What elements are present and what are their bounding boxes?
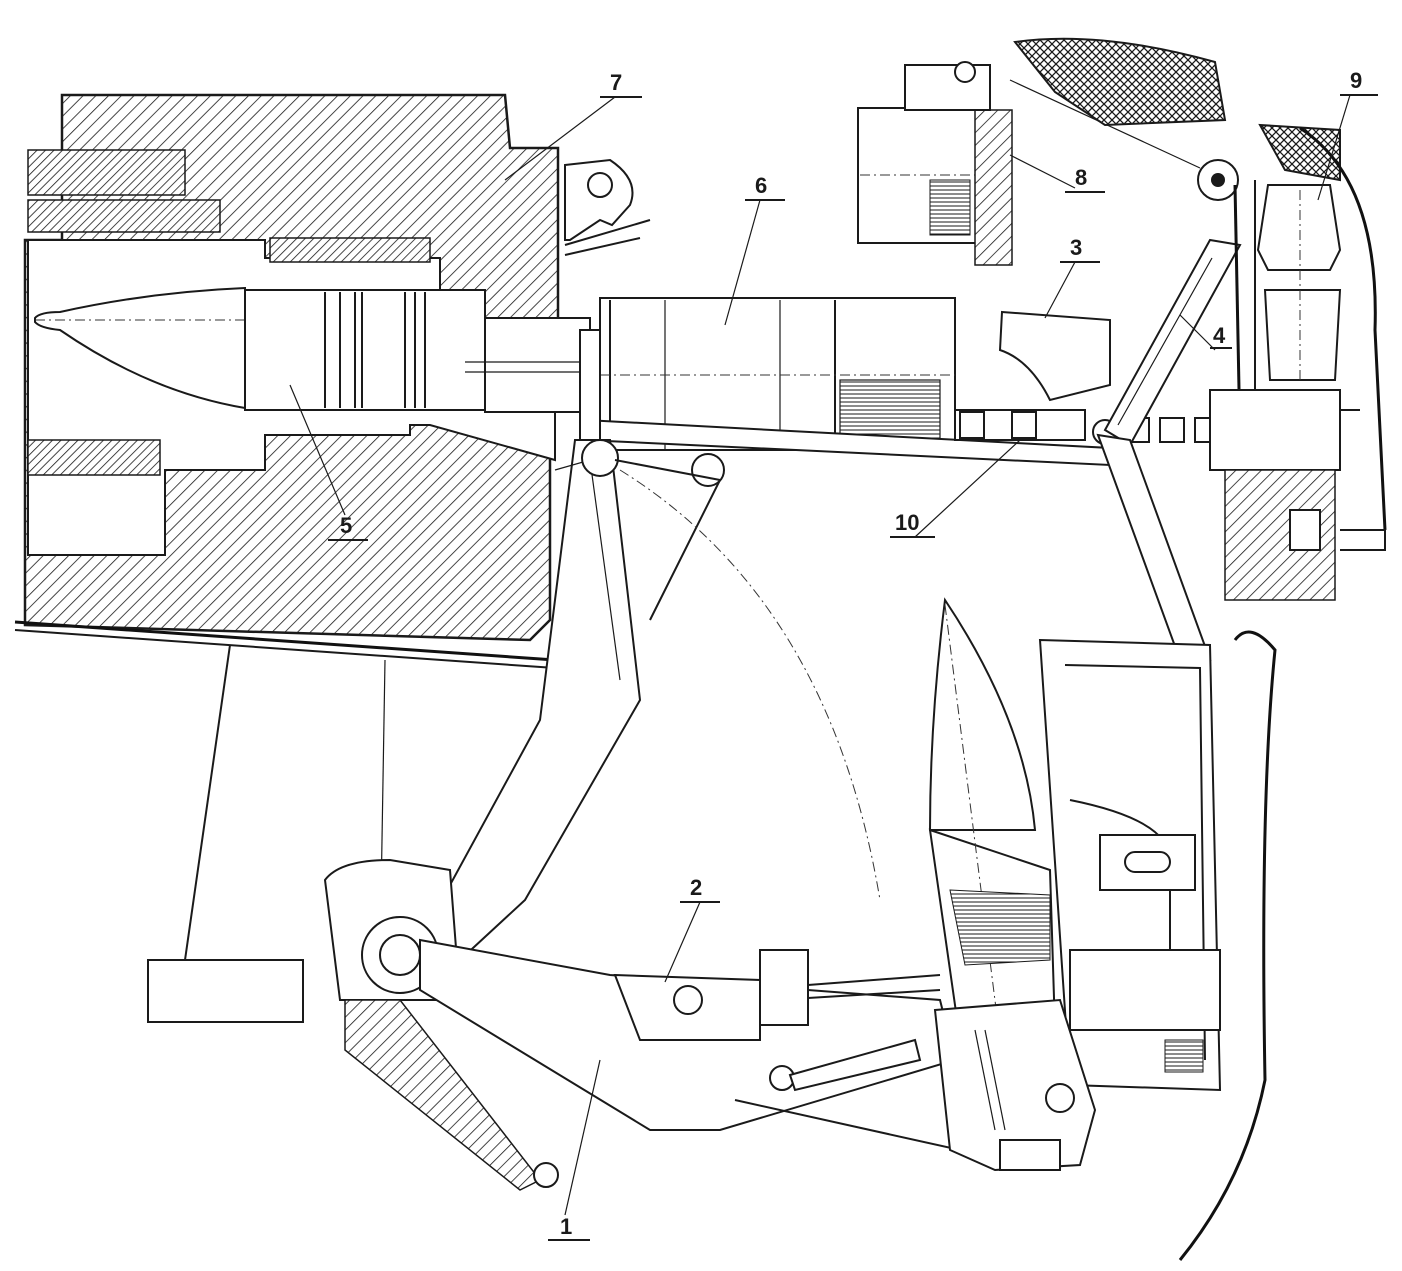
electric-drive-unit xyxy=(857,61,1013,266)
callout-10: 10 xyxy=(890,439,1021,538)
floor-plate xyxy=(14,620,556,1023)
projectile-in-chamber xyxy=(34,286,591,413)
callout-8: 8 xyxy=(1009,154,1105,193)
callout-1: 1 xyxy=(548,1059,601,1241)
swing-arc-line xyxy=(619,469,881,901)
callout-4: 4 xyxy=(1179,314,1232,351)
loading-lever-assembly xyxy=(323,439,1097,1191)
callout-6: 6 xyxy=(724,173,785,326)
callout-2: 2 xyxy=(664,875,720,983)
traverse-motor xyxy=(1209,180,1386,601)
charge-case-on-tray xyxy=(579,297,1111,467)
hoist-frame xyxy=(1038,638,1222,1092)
callout-3: 3 xyxy=(1044,235,1100,319)
callout-7: 7 xyxy=(504,70,642,181)
turret-roof-armour xyxy=(1013,37,1387,1261)
chain-rammer xyxy=(954,409,1220,445)
svg-text:2: 2 xyxy=(690,875,702,900)
svg-text:6: 6 xyxy=(755,173,767,198)
svg-text:4: 4 xyxy=(1213,323,1226,348)
svg-text:9: 9 xyxy=(1350,68,1362,93)
svg-text:5: 5 xyxy=(340,513,352,538)
svg-text:1: 1 xyxy=(560,1214,572,1239)
rammer-housing xyxy=(998,310,1111,402)
svg-text:3: 3 xyxy=(1070,235,1082,260)
callout-9: 9 xyxy=(1317,68,1378,201)
svg-text:8: 8 xyxy=(1075,165,1087,190)
svg-text:7: 7 xyxy=(610,70,622,95)
svg-text:10: 10 xyxy=(895,510,919,535)
driving-bands xyxy=(324,292,426,408)
projectile-on-loader xyxy=(928,597,1057,1042)
callout-5: 5 xyxy=(289,384,368,541)
